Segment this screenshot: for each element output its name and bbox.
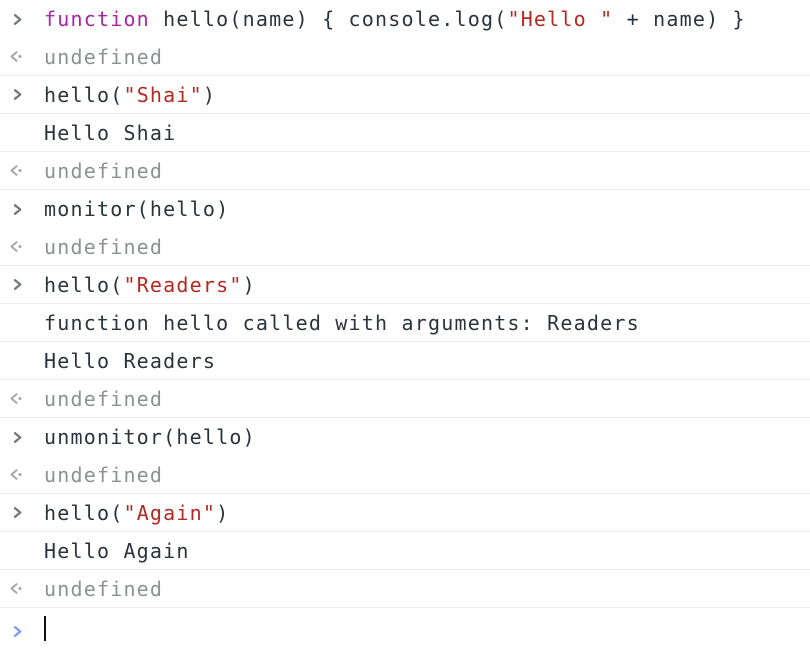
console-result-row: undefined xyxy=(0,570,810,608)
keyword-text: function xyxy=(44,7,150,31)
code-text: + name) } xyxy=(613,7,746,31)
gutter xyxy=(0,240,44,253)
console-input xyxy=(44,616,46,646)
result-value: undefined xyxy=(44,386,164,411)
chevron-right-icon xyxy=(11,431,24,444)
result-value: undefined xyxy=(44,576,164,601)
log-message: Hello Shai xyxy=(44,120,177,145)
code-text: ) xyxy=(216,500,230,525)
log-message: Hello Again xyxy=(44,538,190,563)
chevron-right-icon xyxy=(11,88,24,101)
code-text: monitor(hello) xyxy=(44,197,230,221)
console-result-row: undefined xyxy=(0,38,810,76)
console-result-row: undefined xyxy=(0,228,810,266)
log-message: function hello called with arguments: Re… xyxy=(44,310,640,335)
string-literal: "Hello " xyxy=(507,7,614,31)
return-value-icon xyxy=(7,582,24,595)
code-text: hello( xyxy=(44,500,124,525)
return-value-icon xyxy=(7,392,24,405)
command-text: unmonitor(hello) xyxy=(44,425,256,449)
gutter xyxy=(0,203,44,216)
chevron-right-icon xyxy=(11,13,24,26)
result-value: undefined xyxy=(44,158,164,183)
console-log-row: Hello Shai xyxy=(0,114,810,152)
command-text: hello("Shai") xyxy=(44,83,216,107)
text-caret xyxy=(44,616,46,641)
gutter xyxy=(0,392,44,405)
console-result-row: undefined xyxy=(0,456,810,494)
return-value-icon xyxy=(7,50,24,63)
console-result-row: undefined xyxy=(0,152,810,190)
console-log-row: Hello Again xyxy=(0,532,810,570)
gutter xyxy=(0,431,44,444)
code-text: ) xyxy=(242,272,256,297)
console-command-row: hello("Shai") xyxy=(0,76,810,114)
console-result-row: undefined xyxy=(0,380,810,418)
console-log-row: function hello called with arguments: Re… xyxy=(0,304,810,342)
result-value: undefined xyxy=(44,44,164,69)
gutter xyxy=(0,468,44,481)
string-literal: "Shai" xyxy=(123,82,203,107)
chevron-right-icon xyxy=(11,203,24,216)
console-log-row: Hello Readers xyxy=(0,342,810,380)
result-value: undefined xyxy=(44,462,164,487)
console-command-row: hello("Readers") xyxy=(0,266,810,304)
chevron-right-icon xyxy=(11,506,24,519)
code-text: unmonitor(hello) xyxy=(44,425,256,449)
code-text: hello(name) { console.log( xyxy=(149,7,508,31)
return-value-icon xyxy=(7,240,24,253)
gutter xyxy=(0,164,44,177)
string-literal: "Again" xyxy=(123,500,217,525)
result-value: undefined xyxy=(44,234,164,259)
gutter xyxy=(0,625,44,638)
chevron-right-icon xyxy=(11,278,24,291)
command-text: hello("Again") xyxy=(44,501,229,525)
code-text: hello( xyxy=(44,272,124,297)
console-command-row: function hello(name) { console.log("Hell… xyxy=(0,0,810,38)
command-text: function hello(name) { console.log("Hell… xyxy=(44,7,746,31)
return-value-icon xyxy=(7,164,24,177)
gutter xyxy=(0,506,44,519)
gutter xyxy=(0,88,44,101)
prompt-chevron-icon xyxy=(11,625,24,638)
console-command-row: monitor(hello) xyxy=(0,190,810,228)
command-text: monitor(hello) xyxy=(44,197,229,221)
gutter xyxy=(0,278,44,291)
gutter xyxy=(0,13,44,26)
console-prompt-row[interactable] xyxy=(0,608,810,654)
gutter xyxy=(0,50,44,63)
console-command-row: hello("Again") xyxy=(0,494,810,532)
log-message: Hello Readers xyxy=(44,348,217,373)
code-text: ) xyxy=(202,82,217,107)
code-text: hello( xyxy=(44,82,124,107)
gutter xyxy=(0,582,44,595)
string-literal: "Readers" xyxy=(123,272,243,297)
command-text: hello("Readers") xyxy=(44,273,256,297)
console-command-row: unmonitor(hello) xyxy=(0,418,810,456)
return-value-icon xyxy=(7,468,24,481)
